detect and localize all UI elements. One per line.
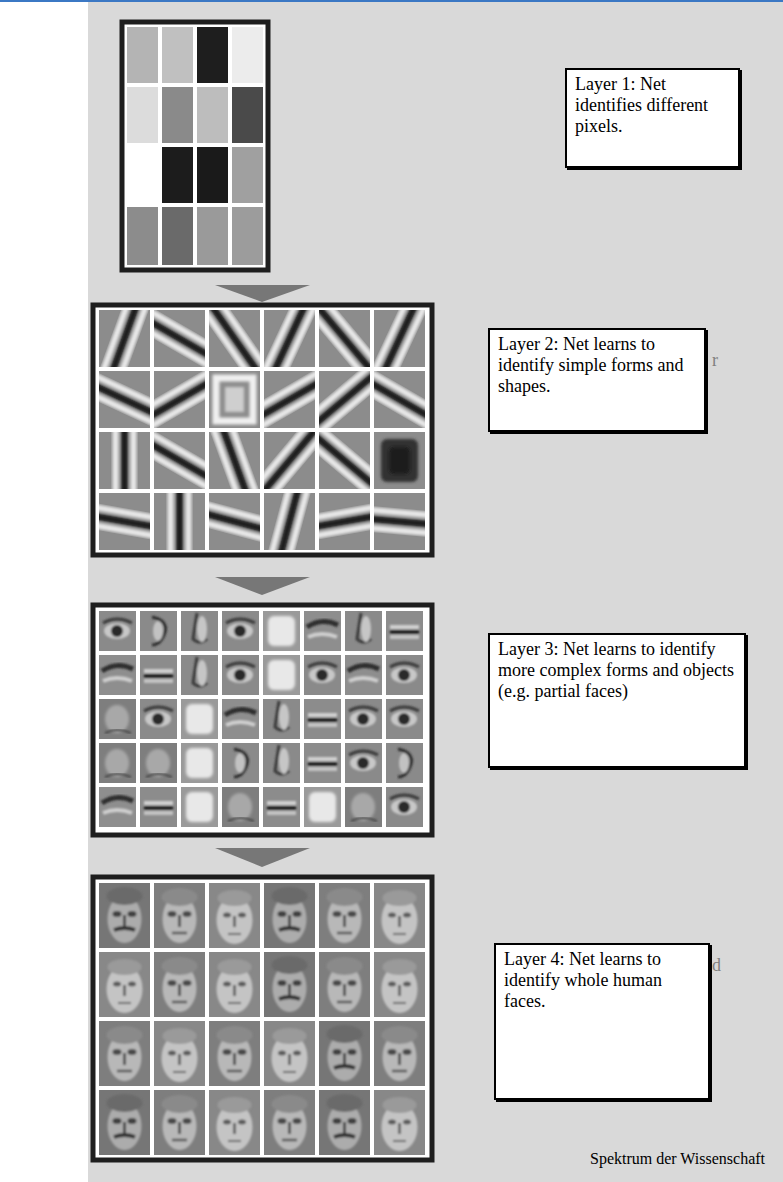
- down-arrow: [215, 577, 310, 595]
- pixel-panel: [122, 22, 268, 270]
- layer-caption: Layer 2: Net learns to identify simple f…: [498, 334, 696, 397]
- layer-caption: Layer 4: Net learns to identify whole hu…: [504, 949, 700, 1012]
- layer-caption: Layer 1: Net identifies different pixels…: [575, 74, 730, 137]
- text-fragment: r: [712, 350, 718, 371]
- layer-caption-box: Layer 2: Net learns to identify simple f…: [488, 328, 706, 432]
- source-credit: Spektrum der Wissenschaft: [590, 1150, 765, 1168]
- text-fragment: d: [712, 955, 721, 976]
- layer-caption-box: Layer 1: Net identifies different pixels…: [565, 68, 740, 168]
- part-face-panel: [93, 605, 432, 835]
- down-arrow: [215, 285, 310, 302]
- layer-caption-box: Layer 3: Net learns to identify more com…: [488, 633, 746, 768]
- edge-panel: [79, 293, 445, 567]
- down-arrow: [215, 848, 310, 867]
- top-rule: [0, 0, 783, 2]
- face-panel: [93, 877, 432, 1160]
- layer-caption: Layer 3: Net learns to identify more com…: [498, 639, 736, 702]
- layer-caption-box: Layer 4: Net learns to identify whole hu…: [494, 943, 710, 1100]
